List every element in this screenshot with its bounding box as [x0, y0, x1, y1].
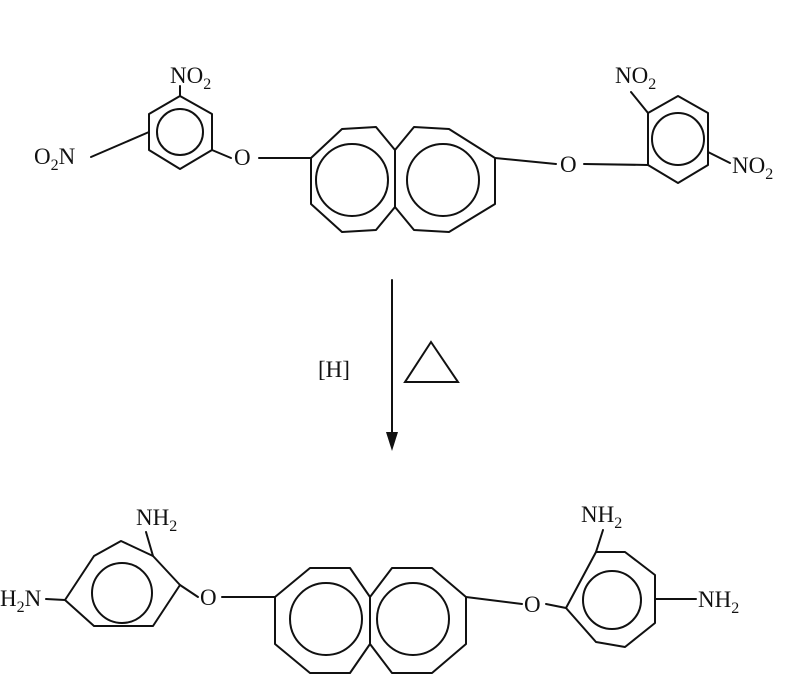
product-bond-ether-right-b — [545, 603, 567, 609]
reactant-bond-ether-right-a — [494, 157, 557, 165]
reactant-bond-nitro-top-right — [630, 91, 649, 114]
product-molecule: NH2 H2N O O NH2 NH2 — [0, 502, 739, 674]
reactant-naphthalene-core — [310, 126, 496, 233]
product-amino-side-left-label: H2N — [0, 586, 42, 616]
reaction-arrow-head — [386, 432, 398, 451]
product-bond-ether-right-a — [465, 596, 523, 605]
product-naphthalene-core — [274, 567, 467, 674]
reactant-ether-left-label: O — [234, 145, 251, 170]
reactant-ether-right-label: O — [560, 152, 577, 177]
reactant-molecule: NO2 O2N O O NO2 NO2 — [34, 63, 773, 233]
reactant-nitro-top-left-label: NO2 — [170, 63, 211, 93]
reaction-conditions: [H] — [318, 279, 460, 451]
product-bond-ether-left-a — [179, 584, 199, 598]
product-ether-left-label: O — [200, 585, 217, 610]
reactant-nitro-side-right-label: NO2 — [732, 153, 773, 183]
product-bond-amino-side-left — [45, 598, 66, 601]
reactant-nitro-top-right-label: NO2 — [615, 63, 656, 93]
reactant-bond-nitro-side-right — [707, 151, 731, 164]
reactant-bond-nitro-side-left — [90, 131, 150, 158]
product-bond-amino-top-left — [145, 531, 154, 557]
product-amino-side-right-label: NH2 — [698, 587, 739, 617]
reactant-left-benzene-ring — [148, 95, 213, 170]
product-left-benzene-ring — [64, 540, 181, 627]
reactant-nitro-side-left-label: O2N — [34, 144, 76, 174]
heat-triangle-icon — [403, 340, 460, 383]
product-bond-amino-top-right — [595, 529, 604, 553]
reactant-right-benzene-ring — [647, 95, 709, 184]
reagent-label: [H] — [318, 357, 350, 382]
product-amino-top-right-label: NH2 — [581, 502, 622, 532]
product-right-benzene-ring — [565, 551, 656, 648]
reactant-bond-ether-left-a — [211, 149, 232, 159]
product-amino-top-left-label: NH2 — [136, 505, 177, 535]
reactant-bond-ether-right-b — [583, 163, 649, 166]
product-ether-right-label: O — [524, 592, 541, 617]
